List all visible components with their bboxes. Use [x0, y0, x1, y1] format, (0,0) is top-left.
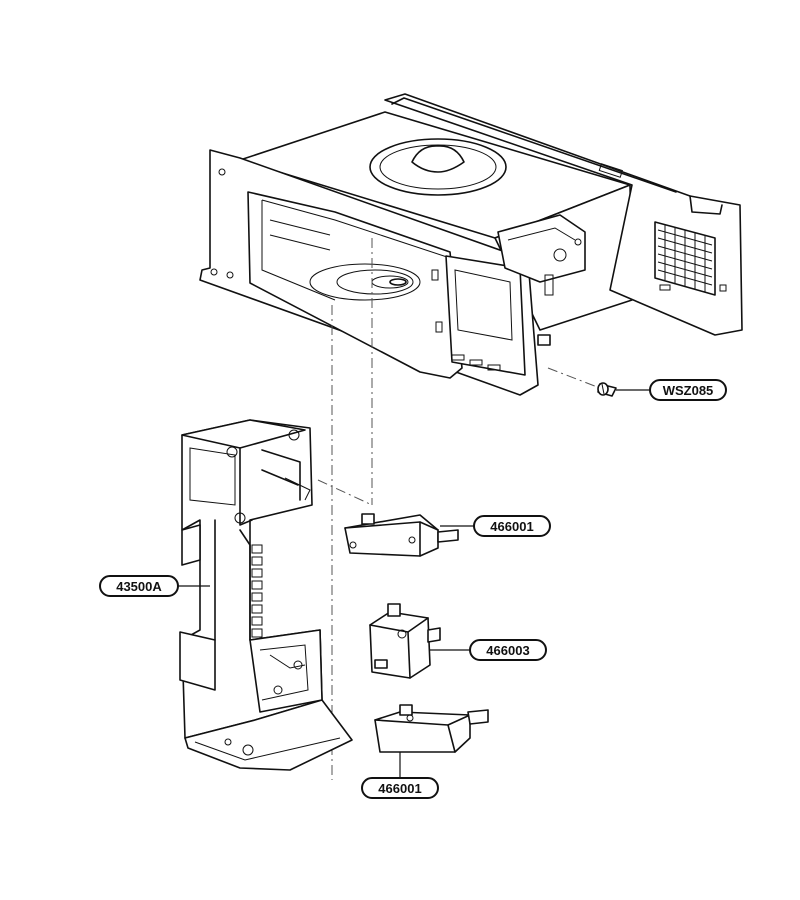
leader-lines: [178, 389, 650, 778]
callout-label-screw: WSZ085: [663, 383, 714, 398]
callout-label-latch-board: 43500A: [116, 579, 162, 594]
callout-466003: 466003: [469, 639, 547, 661]
latch-board-part: [179, 419, 353, 771]
callout-wsz085: WSZ085: [649, 379, 727, 401]
callout-43500a: 43500A: [99, 575, 179, 597]
callout-label-switch-bottom: 466001: [378, 781, 421, 796]
micro-switch-bottom: [374, 704, 489, 753]
callout-label-switch-top: 466001: [490, 519, 533, 534]
micro-switch-middle: [369, 603, 441, 679]
micro-switch-top: [344, 513, 459, 557]
callout-label-switch-mid: 466003: [486, 643, 529, 658]
callout-466001-bottom: 466001: [361, 777, 439, 799]
screw-part: [597, 382, 617, 397]
callout-466001-top: 466001: [473, 515, 551, 537]
oven-cavity-assembly: [199, 93, 743, 396]
alignment-lines: [317, 238, 606, 780]
